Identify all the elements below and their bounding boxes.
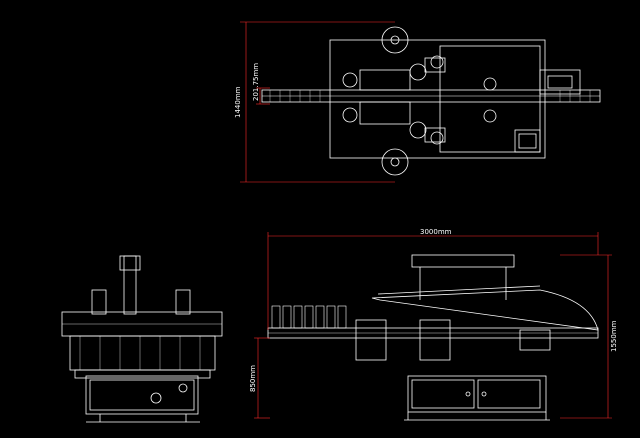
dim-top-inner: 201.75mm [252,63,260,101]
top-view-dimensions [240,21,395,183]
dim-top-width: 1440mm [234,86,242,118]
side-view [267,254,599,421]
dim-side-height: 1550mm [610,320,618,352]
front-view [61,255,223,423]
side-view-dimensions [254,232,612,419]
dim-side-length: 3000mm [420,228,452,236]
dim-side-base: 850mm [249,365,257,392]
top-view [261,26,601,176]
